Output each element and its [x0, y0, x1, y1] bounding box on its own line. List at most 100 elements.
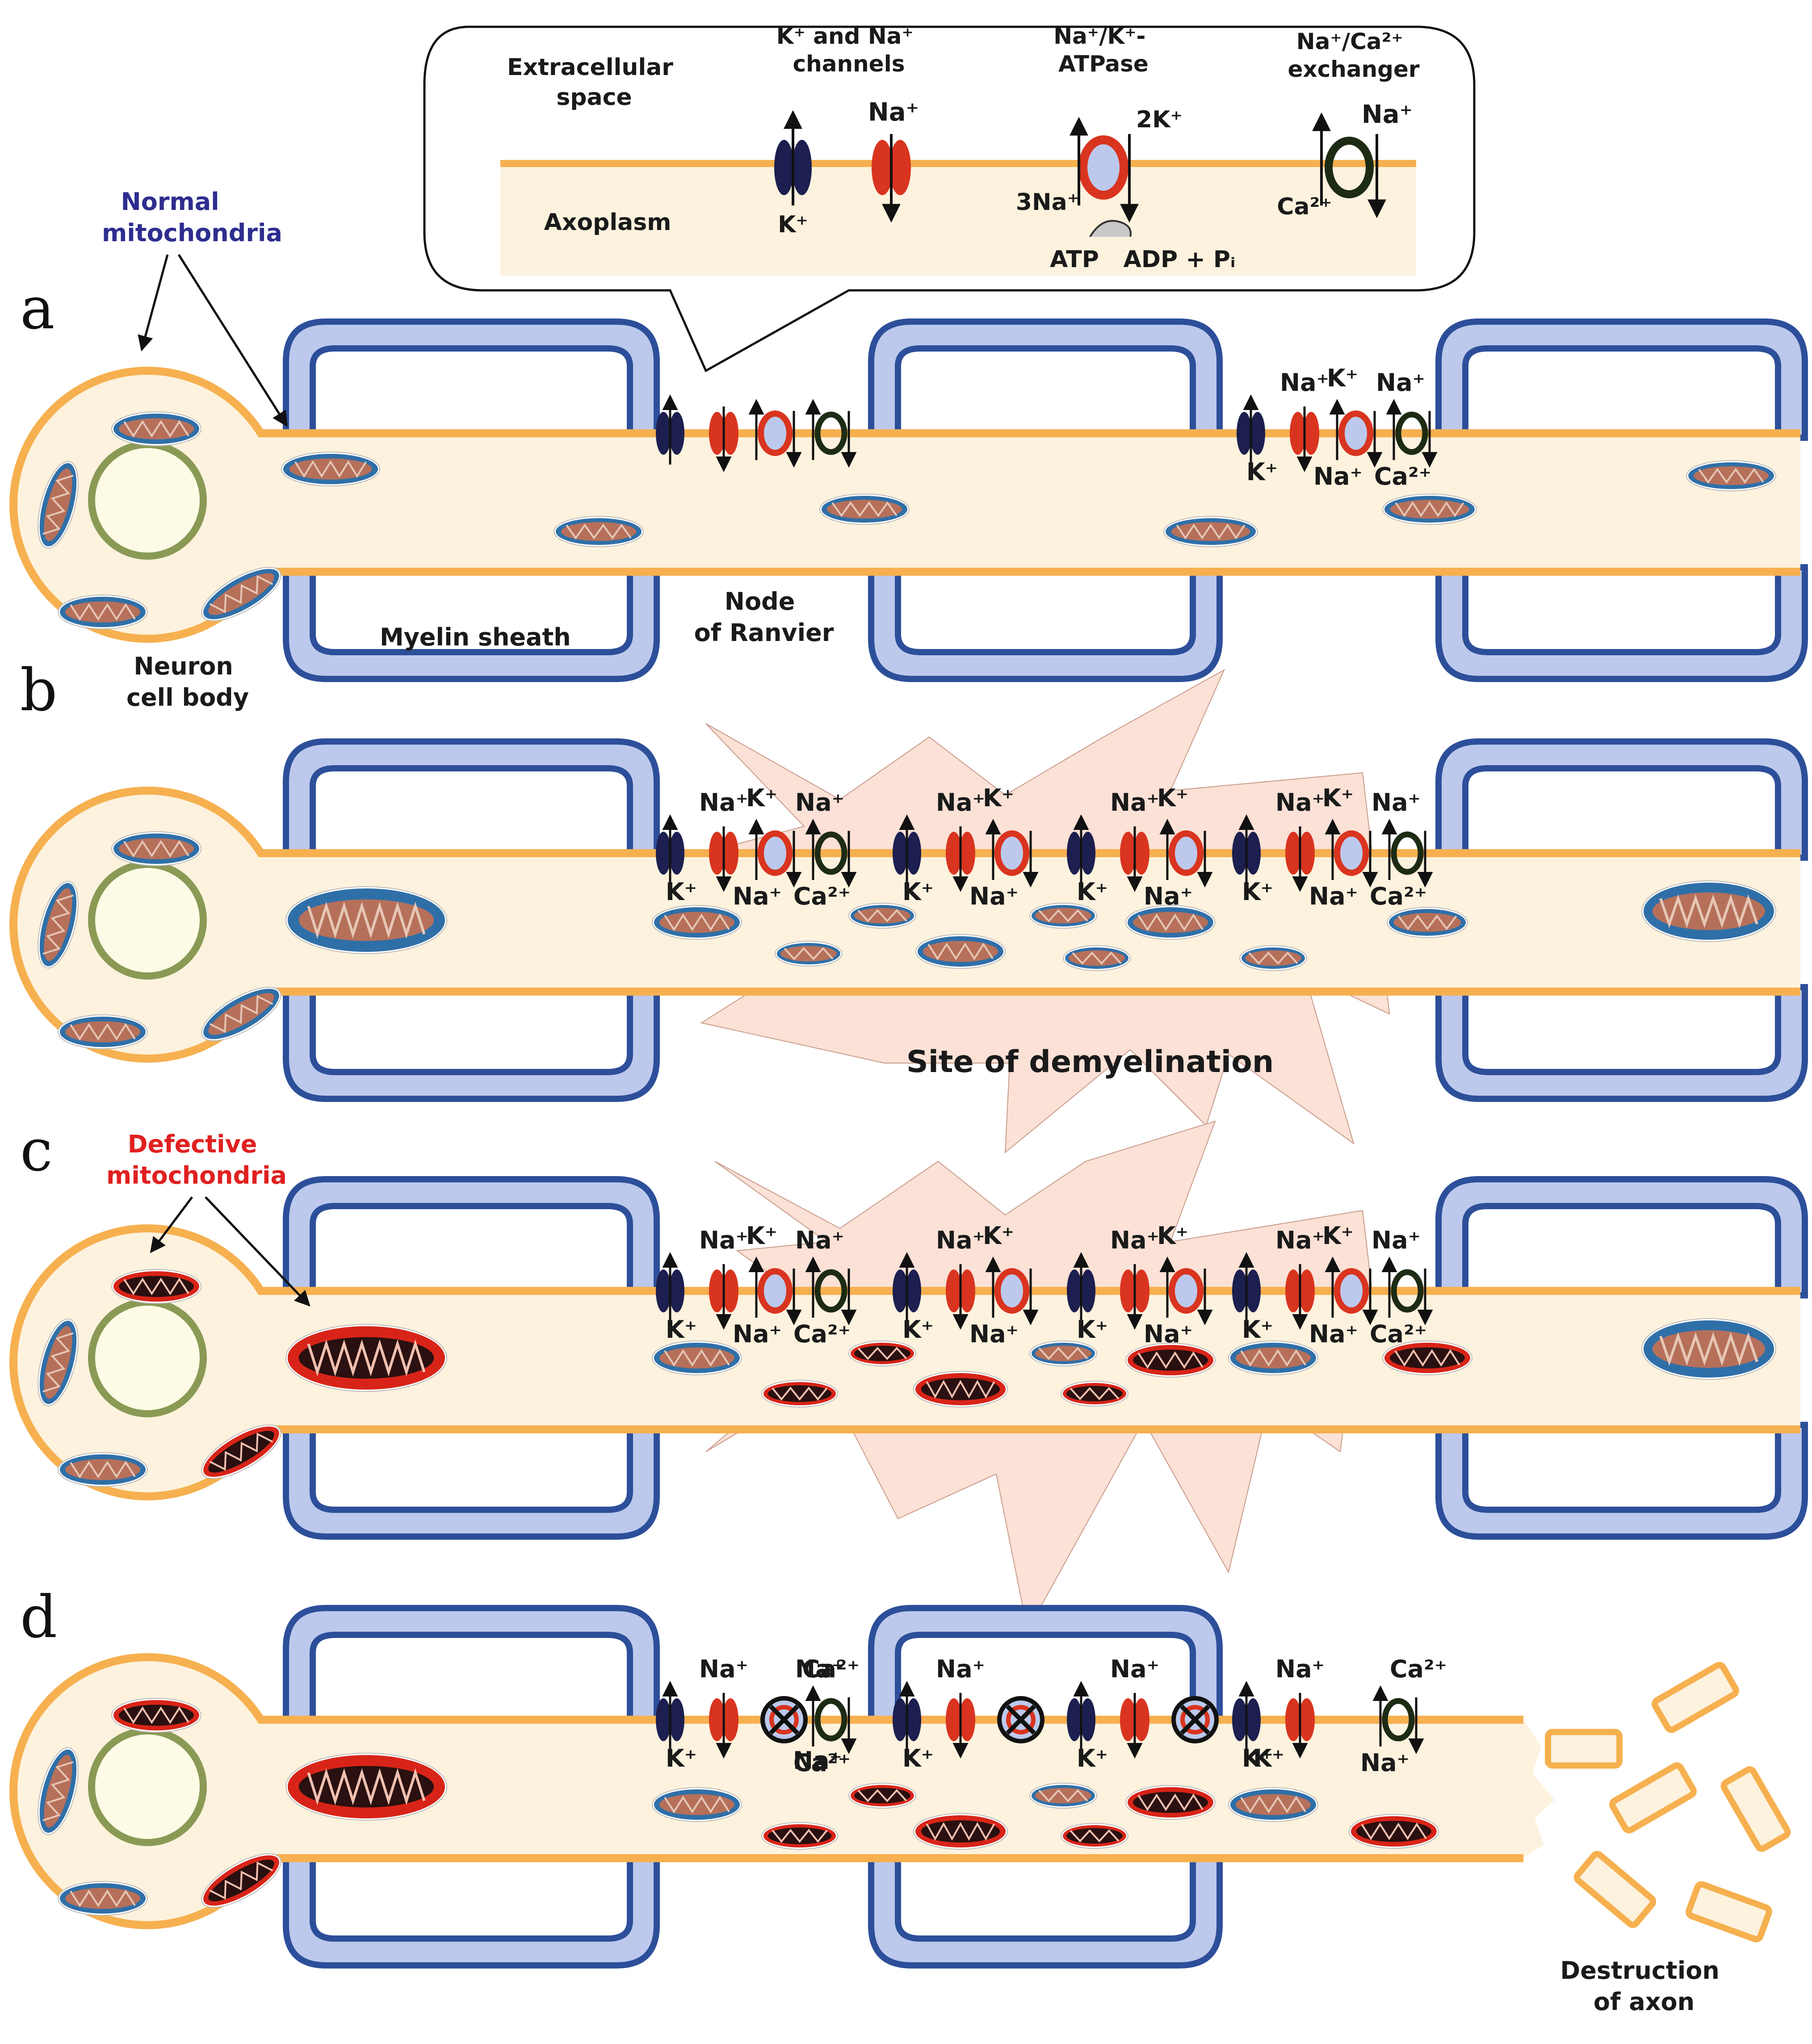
panel-letter-d: d: [20, 1583, 57, 1651]
k-channel: [656, 814, 684, 884]
normal-mitochondrion: [111, 411, 201, 446]
na-channel: [1285, 1264, 1315, 1330]
blocked-atpase-icon: [1171, 1696, 1219, 1743]
na-ca-exchanger: [1381, 1257, 1433, 1325]
myelin-segment: [283, 1851, 660, 1969]
normal-mitochondrion: [58, 595, 148, 629]
na-channel: [946, 826, 975, 892]
k-channel: [1067, 1681, 1095, 1751]
na-ca-exchanger: [805, 1685, 857, 1754]
callout-na-channel: [872, 134, 911, 223]
axon-fragment: [1652, 1662, 1739, 1733]
ion-label-k: K⁺: [902, 1744, 934, 1772]
normal-mitochondrion: [1382, 494, 1477, 525]
defective-mitochondrion: [848, 1340, 916, 1366]
na-ca-exchanger: [1372, 1685, 1424, 1754]
defective-mitochondrion: [111, 1698, 201, 1733]
ion-label-na: Na⁺: [733, 882, 782, 910]
normal-mitochondrion: [1029, 1340, 1097, 1366]
defective-mitochondrion: [1061, 1381, 1128, 1407]
ion-label-ca: Ca²⁺: [1390, 1655, 1447, 1683]
panel-c: K⁺Na⁺K⁺Na⁺Na⁺Ca²⁺K⁺Na⁺K⁺Na⁺K⁺Na⁺K⁺Na⁺K⁺N…: [9, 1176, 1808, 1540]
ion-label-k: K⁺: [1253, 1744, 1284, 1772]
normal-mito-label: Normal mitochondria: [102, 188, 282, 247]
na-k-atpase: [985, 1257, 1039, 1325]
callout-k-channel: [774, 110, 812, 205]
normal-mitochondrion: [652, 1340, 742, 1375]
normal-mitochondrion: [58, 1014, 148, 1049]
callout-na-label: Na⁺: [868, 98, 919, 127]
na-channel: [1285, 1693, 1315, 1759]
soma-axon-junction: [250, 857, 286, 988]
defective-mitochondrion: [761, 1822, 838, 1850]
nucleus: [88, 441, 207, 560]
myelin-segment: [1435, 1176, 1808, 1298]
na-ca-exchanger: [805, 399, 857, 468]
ion-label-k: K⁺: [1322, 1222, 1354, 1250]
na-k-atpase: [1159, 819, 1213, 888]
ion-label-k: K⁺: [983, 1222, 1014, 1250]
ion-label-na: Na⁺: [969, 1320, 1019, 1348]
callout-exchanger-na-label: Na⁺: [1362, 100, 1413, 129]
ion-label-na: Na⁺: [1275, 1655, 1325, 1683]
normal-mitochondrion: [38, 1747, 79, 1835]
ion-label-na: Na⁺: [936, 1655, 985, 1683]
na-channel: [1285, 826, 1315, 892]
na-channel: [1120, 1264, 1149, 1330]
normal-mitochondrion: [1125, 905, 1216, 940]
nucleus: [88, 861, 207, 980]
ion-label-k: K⁺: [1246, 458, 1278, 486]
panel-letter-b: b: [20, 656, 57, 724]
myelin-segment: [1435, 318, 1808, 441]
k-channel: [893, 1681, 921, 1751]
na-k-atpase: [1325, 819, 1378, 888]
callout-atp-label: ATP: [1050, 246, 1099, 273]
ion-label-k: K⁺: [1242, 1315, 1273, 1344]
panel-b: K⁺Na⁺K⁺Na⁺Na⁺Ca²⁺K⁺Na⁺K⁺Na⁺K⁺Na⁺K⁺Na⁺K⁺N…: [9, 738, 1808, 1102]
k-channel: [1237, 394, 1265, 465]
ion-label-na: Na⁺: [1309, 1320, 1358, 1348]
na-channel: [709, 1693, 738, 1759]
ion-label-k: K⁺: [1242, 1744, 1273, 1772]
ion-label-k: K⁺: [746, 784, 777, 812]
k-channel: [656, 1681, 684, 1751]
mitochondrion-rotated: [201, 1424, 281, 1479]
ion-label-na: Na⁺: [1275, 788, 1325, 817]
axon-body: [223, 853, 1800, 992]
nucleus: [88, 1298, 207, 1417]
callout-atpase-title: Na⁺/K⁺- ATPase: [1053, 23, 1153, 77]
ion-label-na: Na⁺: [699, 788, 748, 817]
soma-axon-junction: [250, 1724, 286, 1854]
ion-label-na: Na⁺: [1275, 1226, 1325, 1254]
ion-label-na: Na⁺: [1360, 1749, 1409, 1777]
ion-label-na: Na⁺: [936, 788, 985, 817]
na-k-atpase: [1329, 399, 1383, 468]
soma-axon-junction: [250, 437, 286, 568]
myelin-segment: [1435, 564, 1808, 682]
na-channel: [709, 406, 738, 472]
normal-mitochondrion: [201, 567, 281, 621]
extracellular-line2: space: [556, 84, 632, 111]
ion-label-ca: Ca²⁺: [793, 1749, 851, 1777]
myelin-segment: [283, 984, 660, 1102]
normal-mitochondrion: [1063, 945, 1131, 971]
nucleus: [88, 1727, 207, 1846]
k-channel: [893, 1252, 921, 1322]
defective-mito-arrow-2: [205, 1196, 310, 1307]
membrane-callout: Extracellular space Axoplasm K⁺ and Na⁺ …: [423, 23, 1476, 373]
mitochondrion-rotated: [38, 1747, 79, 1835]
ion-label-na: Na⁺: [936, 1226, 985, 1254]
ion-label-k: K⁺: [666, 1744, 697, 1772]
k-channel: [1067, 1252, 1095, 1322]
defective-mitochondrion: [201, 1424, 281, 1479]
ion-label-k: K⁺: [1242, 878, 1273, 906]
normal-mitochondrion: [1239, 945, 1307, 971]
na-k-atpase: [985, 819, 1039, 888]
defective-mitochondrion: [1349, 1814, 1439, 1849]
ion-label-k: K⁺: [1157, 1222, 1188, 1250]
axon-fragments: [1545, 1662, 1791, 1943]
ion-label-ca: Ca²⁺: [1374, 462, 1431, 490]
ion-label-k: K⁺: [902, 878, 934, 906]
normal-mitochondrion: [111, 831, 201, 866]
callout-adp-label: ADP + Pᵢ: [1124, 246, 1236, 273]
